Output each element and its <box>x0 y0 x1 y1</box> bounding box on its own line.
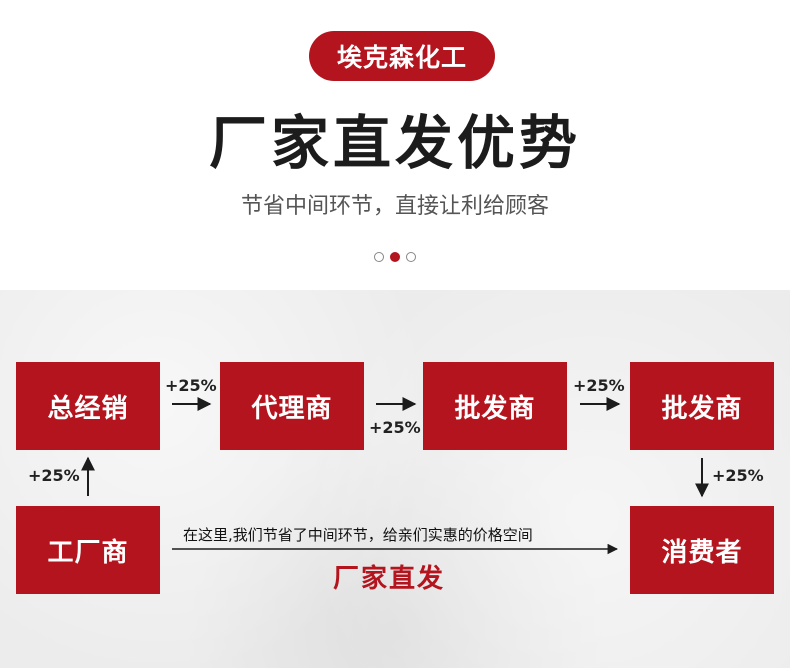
markup-wholesaler-to-wholesaler: +25% <box>573 376 625 395</box>
page-subtitle: 节省中间环节，直接让利给顾客 <box>240 194 549 219</box>
direct-note: 在这里,我们节省了中间环节，给亲们实惠的价格空间 <box>183 526 533 544</box>
direct-label: 厂家直发 <box>333 564 446 594</box>
distribution-diagram: 总经销 代理商 批发商 批发商 工厂商 消费者 +25% +25% +25% +… <box>0 290 790 668</box>
markup-factory-to-general: +25% <box>28 466 80 485</box>
node-wholesaler-1: 批发商 <box>423 362 567 450</box>
carousel-dot-active[interactable] <box>390 252 400 262</box>
markup-agent-to-wholesaler: +25% <box>369 418 421 437</box>
node-consumer: 消费者 <box>630 506 774 594</box>
carousel-dot[interactable] <box>374 252 384 262</box>
diagram-arrows <box>81 397 709 555</box>
node-factory: 工厂商 <box>16 506 160 594</box>
node-wholesaler-2: 批发商 <box>630 362 774 450</box>
carousel-dots <box>374 252 418 264</box>
markup-general-to-agent: +25% <box>165 376 217 395</box>
node-agent: 代理商 <box>220 362 364 450</box>
page-title: 厂家直发优势 <box>208 109 581 177</box>
header-section: 埃克森化工 厂家直发优势 节省中间环节，直接让利给顾客 <box>0 0 790 290</box>
markup-wholesaler-to-consumer: +25% <box>712 466 764 485</box>
brand-badge: 埃克森化工 <box>309 31 495 81</box>
node-general-distributor: 总经销 <box>16 362 160 450</box>
carousel-dot[interactable] <box>406 252 416 262</box>
